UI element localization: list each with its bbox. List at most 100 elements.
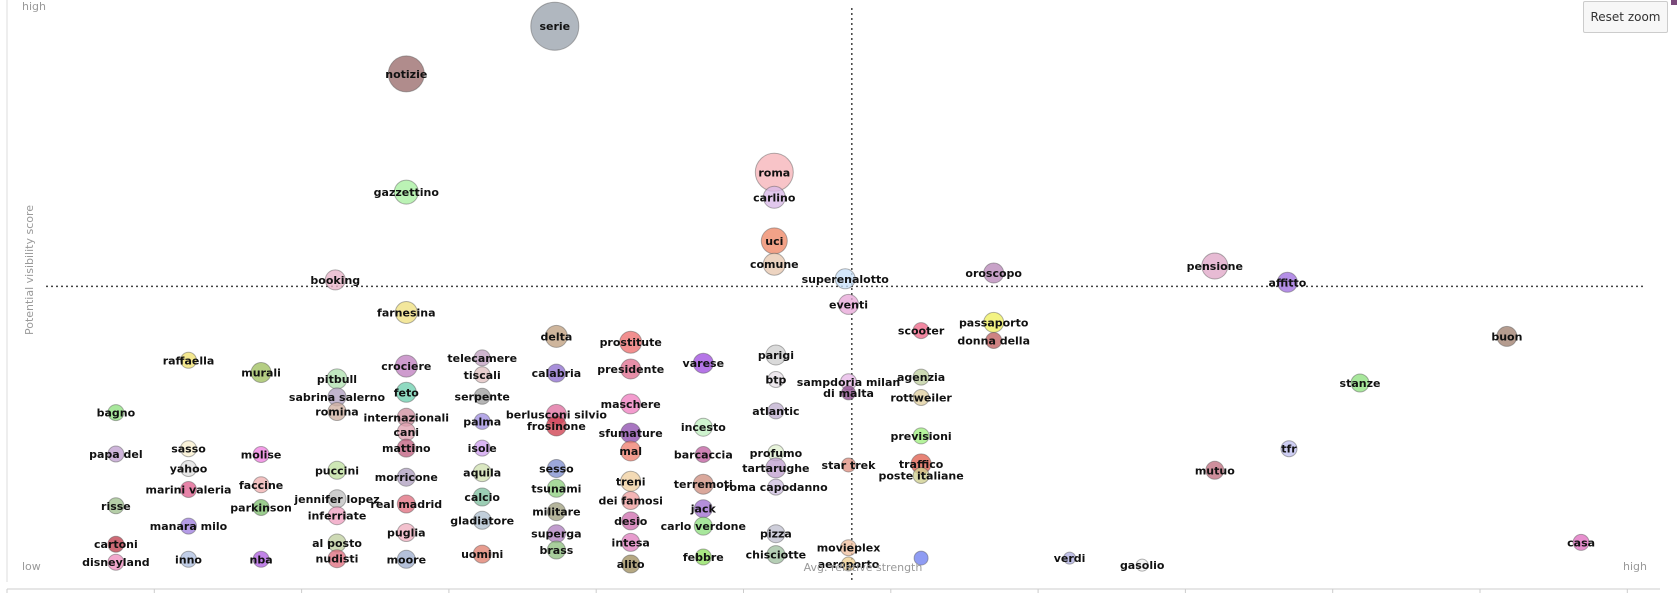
data-point[interactable] xyxy=(621,532,641,552)
data-point[interactable] xyxy=(107,535,125,553)
data-point[interactable] xyxy=(530,1,580,51)
data-point[interactable] xyxy=(180,440,197,458)
data-point[interactable] xyxy=(546,459,566,478)
data-point[interactable] xyxy=(544,324,568,348)
data-point[interactable] xyxy=(473,387,491,405)
data-point[interactable] xyxy=(472,463,492,483)
data-point[interactable] xyxy=(834,268,856,290)
data-point[interactable] xyxy=(546,478,566,498)
data-point[interactable] xyxy=(841,385,856,401)
data-point[interactable] xyxy=(1135,558,1149,572)
data-point[interactable] xyxy=(621,491,641,510)
data-point[interactable] xyxy=(472,487,492,507)
data-point[interactable] xyxy=(472,544,492,564)
data-point[interactable] xyxy=(387,55,425,93)
data-point[interactable] xyxy=(767,402,785,420)
data-point[interactable] xyxy=(767,371,785,388)
data-point[interactable] xyxy=(327,402,347,421)
data-point[interactable] xyxy=(912,368,930,386)
data-point[interactable] xyxy=(252,499,270,516)
data-point[interactable] xyxy=(393,179,419,205)
data-point[interactable] xyxy=(765,344,787,366)
data-point[interactable] xyxy=(252,550,270,568)
data-point[interactable] xyxy=(396,494,416,514)
data-point[interactable] xyxy=(546,502,566,522)
data-point[interactable] xyxy=(913,550,929,566)
data-point[interactable] xyxy=(766,524,786,544)
data-point[interactable] xyxy=(620,470,642,492)
data-point[interactable] xyxy=(327,506,347,526)
data-point[interactable] xyxy=(841,556,856,572)
data-point[interactable] xyxy=(762,185,786,209)
data-point[interactable] xyxy=(180,517,197,535)
data-point[interactable] xyxy=(983,311,1005,333)
data-point[interactable] xyxy=(693,417,713,437)
data-point[interactable] xyxy=(767,478,785,496)
data-point[interactable] xyxy=(252,476,270,494)
data-point[interactable] xyxy=(838,293,859,315)
data-point[interactable] xyxy=(983,262,1005,284)
data-point[interactable] xyxy=(1280,440,1298,458)
data-point[interactable] xyxy=(985,332,1003,349)
data-point[interactable] xyxy=(621,511,641,531)
data-point[interactable] xyxy=(766,545,786,565)
data-point[interactable] xyxy=(1201,252,1229,280)
data-point[interactable] xyxy=(180,460,197,477)
data-label: internazionali xyxy=(364,411,450,424)
data-point[interactable] xyxy=(1350,373,1370,393)
data-point[interactable] xyxy=(472,510,492,530)
data-point[interactable] xyxy=(619,330,643,354)
data-label: dei famosi xyxy=(598,495,662,508)
data-point[interactable] xyxy=(912,467,930,484)
data-point[interactable] xyxy=(252,446,270,463)
data-point[interactable] xyxy=(396,467,416,487)
data-point[interactable] xyxy=(620,393,642,415)
data-point[interactable] xyxy=(840,539,857,557)
data-point[interactable] xyxy=(396,523,416,542)
data-point[interactable] xyxy=(1205,460,1225,480)
data-point[interactable] xyxy=(620,440,642,462)
data-point[interactable] xyxy=(327,549,347,569)
data-point[interactable] xyxy=(180,550,197,568)
data-point[interactable] xyxy=(396,549,416,569)
data-point[interactable] xyxy=(546,363,566,383)
data-point[interactable] xyxy=(694,548,712,566)
data-point[interactable] xyxy=(107,553,125,571)
data-point[interactable] xyxy=(395,381,417,403)
data-point[interactable] xyxy=(912,427,930,445)
data-point[interactable] xyxy=(912,322,930,340)
data-point[interactable] xyxy=(1572,533,1590,551)
data-point[interactable] xyxy=(912,389,930,406)
data-point[interactable] xyxy=(180,481,197,498)
data-point[interactable] xyxy=(765,457,787,479)
data-point[interactable] xyxy=(473,349,491,367)
data-point[interactable] xyxy=(473,366,491,384)
data-point[interactable] xyxy=(324,269,346,291)
data-point[interactable] xyxy=(1496,325,1518,347)
data-point[interactable] xyxy=(180,351,197,369)
data-point[interactable] xyxy=(473,439,491,457)
data-point[interactable] xyxy=(107,445,125,463)
data-point[interactable] xyxy=(1276,271,1298,293)
data-point[interactable] xyxy=(545,415,567,437)
data-point[interactable] xyxy=(1063,551,1077,565)
data-point[interactable] xyxy=(692,473,714,495)
data-point[interactable] xyxy=(841,457,856,473)
data-point[interactable] xyxy=(396,438,416,458)
reset-zoom-button[interactable]: Reset zoom xyxy=(1583,1,1668,33)
data-point[interactable] xyxy=(327,460,347,480)
data-point[interactable] xyxy=(762,252,786,276)
data-point[interactable] xyxy=(473,412,491,430)
data-point[interactable] xyxy=(394,354,418,378)
data-point[interactable] xyxy=(107,404,125,422)
data-point[interactable] xyxy=(546,540,566,560)
data-point[interactable] xyxy=(693,516,713,536)
data-point[interactable] xyxy=(107,497,125,515)
data-point[interactable] xyxy=(621,554,641,574)
data-point[interactable] xyxy=(692,352,714,374)
data-point[interactable] xyxy=(620,358,642,380)
data-point[interactable] xyxy=(250,362,272,383)
data-point[interactable] xyxy=(694,446,712,463)
data-point[interactable] xyxy=(394,301,418,324)
